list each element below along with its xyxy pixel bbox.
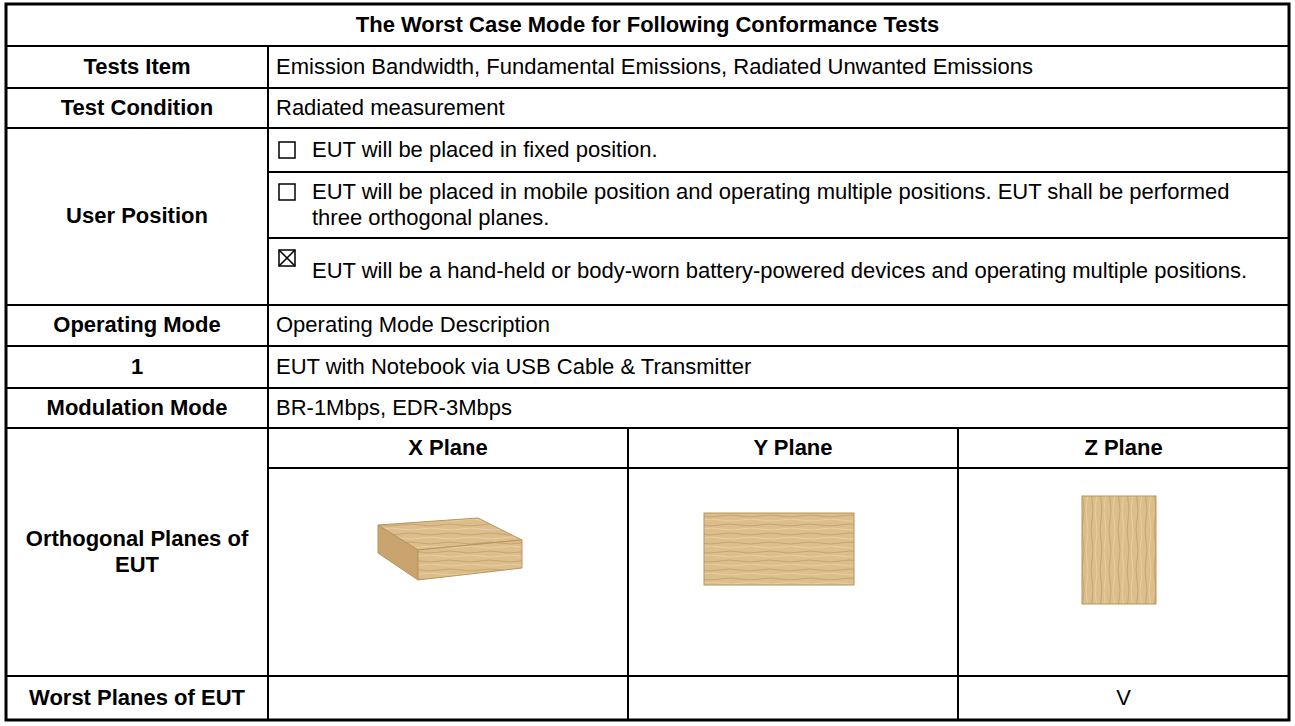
table-cell: Radiated measurement	[268, 88, 1289, 128]
cell-text: EUT will be placed in fixed position.	[312, 137, 658, 163]
row-header: 1	[6, 346, 268, 388]
column-header: Z Plane	[958, 428, 1289, 468]
cell-text: Tests Item	[83, 54, 190, 80]
row-header: User Position	[6, 128, 268, 305]
table-cell: Emission Bandwidth, Fundamental Emission…	[268, 46, 1289, 88]
cell-text: Emission Bandwidth, Fundamental Emission…	[276, 54, 1033, 80]
cell-text: X Plane	[408, 435, 487, 461]
checkboxes	[279, 142, 295, 266]
table-title: The Worst Case Mode for Following Confor…	[6, 4, 1289, 46]
cell-text: 1	[131, 354, 143, 380]
table-cell: BR-1Mbps, EDR-3Mbps	[268, 388, 1289, 428]
worst-mark: V	[958, 676, 1289, 720]
cell-text: EUT with Notebook via USB Cable & Transm…	[276, 354, 751, 380]
row-header: Worst Planes of EUT	[6, 676, 268, 720]
cell-text: Radiated measurement	[276, 95, 505, 121]
cell-text: Worst Planes of EUT	[29, 685, 245, 711]
row-header: Orthogonal Planes of EUT	[6, 428, 268, 676]
cell-text: Operating Mode Description	[276, 312, 550, 338]
option-text: EUT will be placed in fixed position.	[304, 128, 1289, 172]
cell-text: Orthogonal Planes of EUT	[12, 526, 262, 579]
row-header: Test Condition	[6, 88, 268, 128]
table-grid	[6, 4, 1289, 720]
cell-text: User Position	[66, 203, 208, 229]
row-header: Modulation Mode	[6, 388, 268, 428]
table-cell: Operating Mode Description	[268, 305, 1289, 346]
column-header: X Plane	[268, 428, 628, 468]
option-text: EUT will be a hand-held or body-worn bat…	[304, 238, 1289, 305]
cell-text: The Worst Case Mode for Following Confor…	[356, 12, 939, 38]
cell-text: BR-1Mbps, EDR-3Mbps	[276, 395, 512, 421]
cell-text: Modulation Mode	[47, 395, 228, 421]
cell-text: V	[1116, 685, 1131, 711]
cell-text: Operating Mode	[53, 312, 220, 338]
cell-text: Y Plane	[753, 435, 832, 461]
eut-illustrations	[378, 496, 1156, 604]
row-header: Tests Item	[6, 46, 268, 88]
cell-text: EUT will be a hand-held or body-worn bat…	[312, 258, 1247, 284]
column-header: Y Plane	[628, 428, 958, 468]
row-header: Operating Mode	[6, 305, 268, 346]
cell-text: Z Plane	[1084, 435, 1162, 461]
table-cell: EUT with Notebook via USB Cable & Transm…	[268, 346, 1289, 388]
option-text: EUT will be placed in mobile position an…	[304, 172, 1289, 238]
cell-text: Test Condition	[61, 95, 213, 121]
cell-text: EUT will be placed in mobile position an…	[312, 179, 1281, 232]
